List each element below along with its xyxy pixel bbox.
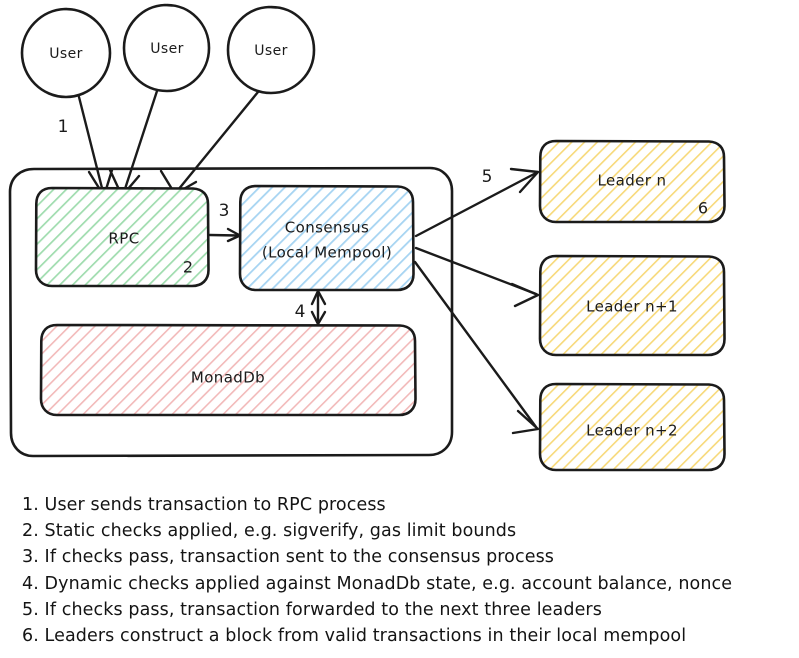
process-rpc[interactable]: RPC 2 [34,186,210,288]
actor-user-3[interactable]: User [226,5,316,95]
leader-n-plus-2[interactable]: Leader n+2 [538,382,726,472]
edge-user3-to-rpc [159,90,260,196]
actor-user-2[interactable]: User [122,3,211,93]
actor-user-1[interactable]: User [20,7,112,99]
edge-user1-to-rpc [77,95,114,198]
process-label-consensus-line1: Consensus [285,219,369,237]
process-label-consensus-line2: (Local Mempool) [262,244,392,262]
edge-consensus-to-leader-n [414,167,540,238]
edge-user2-to-rpc [108,89,159,198]
process-label-rpc: RPC [108,230,139,248]
edge-consensus-to-leader-n2 [413,260,540,435]
legend-item-5: 5. If checks pass, transaction forwarded… [22,599,602,620]
legend-item-2: 2. Static checks applied, e.g. sigverify… [22,521,517,542]
actor-label-3: User [254,43,288,59]
legend-list: 1. User sends transaction to RPC process… [22,492,792,649]
edge-consensus-to-leader-n1 [414,246,540,308]
legend-item-6: 6. Leaders construct a block from valid … [22,626,687,647]
edge-rpc-to-consensus: 3 [208,201,242,243]
edge-label-3: 3 [219,201,230,221]
leader-label-n-plus-2: Leader n+2 [586,422,678,440]
legend-item-3: 3. If checks pass, transaction sent to t… [22,547,555,568]
leader-label-n-plus-1: Leader n+1 [586,298,678,316]
legend-item-1: 1. User sends transaction to RPC process [22,495,386,515]
edge-consensus-monaddb: 4 [295,289,327,326]
legend-item-4: 4. Dynamic checks applied against MonadD… [22,573,733,594]
edge-label-1: 1 [58,117,69,137]
badge-rpc-step2: 2 [183,258,193,277]
leader-label-n: Leader n [598,172,667,190]
process-label-monaddb: MonadDb [191,369,265,387]
edge-label-4: 4 [295,302,306,322]
badge-leader-n-step6: 6 [698,199,708,218]
leader-n[interactable]: Leader n 6 [538,139,726,224]
edge-label-5: 5 [482,167,493,187]
node-boundary [8,166,454,458]
process-monaddb[interactable]: MonadDb [39,323,417,417]
actor-label-2: User [150,41,184,57]
process-consensus[interactable]: Consensus (Local Mempool) [238,184,415,292]
actor-label-1: User [49,46,83,62]
leader-n-plus-1[interactable]: Leader n+1 [538,254,726,357]
